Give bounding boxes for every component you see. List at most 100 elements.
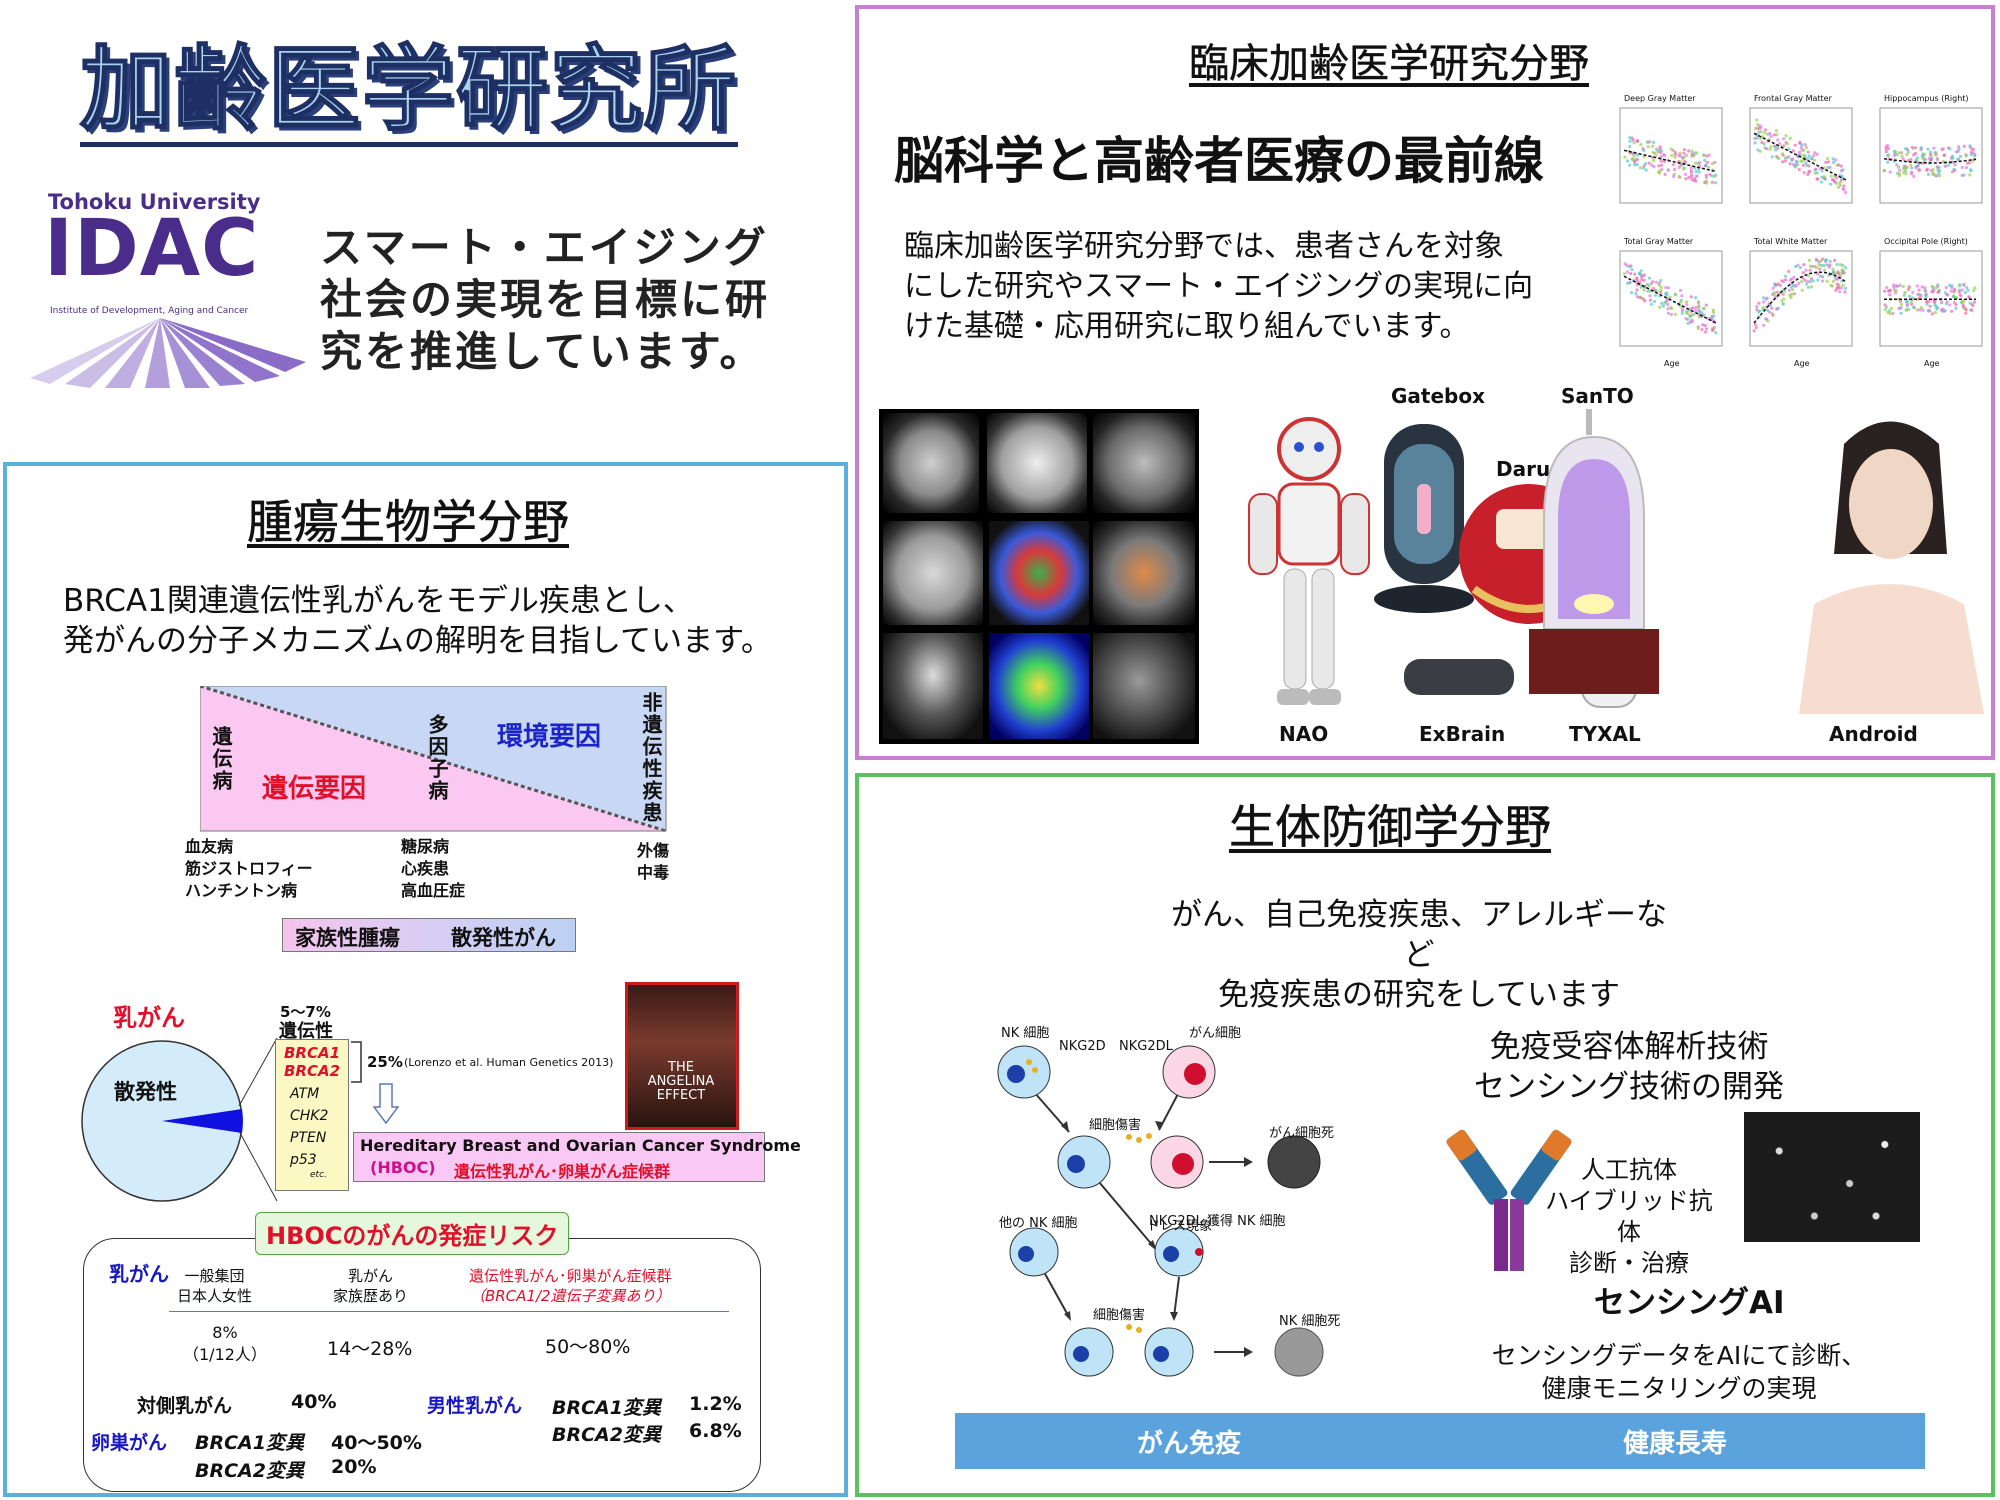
label-cancer-cell: がん細胞 [1189,1026,1242,1041]
scatter-point [1926,147,1930,151]
scatter-point [1838,290,1842,294]
scatter-point [1704,303,1708,307]
scatter-point [1917,168,1921,172]
scatter-point [1801,271,1805,275]
disease-example: ハンチントン病 [185,881,298,900]
scatter-point [1768,147,1772,151]
tumor-type-bar: 家族性腫瘍 散発性がん [282,918,576,952]
hboc-japanese: 遺伝性乳がん･卵巣がん症候群 [454,1162,671,1181]
scatter-point [1924,292,1929,296]
scatter-point [1904,308,1908,312]
scatter-point [1908,294,1912,298]
label-nk-death: NK 細胞死 [1279,1314,1341,1329]
scatter-point [1919,146,1923,150]
scatter-point [1673,293,1677,297]
scatter-point [1660,168,1664,172]
middle-disease-examples: 糖尿病 心疾患 高血圧症 [401,836,465,902]
scatter-point [1644,168,1648,172]
scatter-point [1806,157,1810,161]
scatter-point [1944,286,1948,290]
scatter-point [1689,314,1693,318]
scatter-point [1969,168,1973,172]
scatter-point [1951,156,1955,160]
scatter-point [1784,134,1788,138]
tagline: スマート・エイジング 社会の実現を目標に研 究を推進しています。 [320,222,770,378]
male-brca1-value: 1.2% [689,1393,742,1415]
scatter-point [1915,284,1919,288]
scatter-point [1968,173,1972,177]
scatter-point [1899,302,1904,306]
scatter-point [1703,158,1707,162]
sporadic-cancer-label: 散発性がん [451,926,556,950]
scatter-point [1812,154,1816,158]
scatter-point [1654,153,1658,157]
scatter-point [1770,306,1774,310]
pet-image [989,633,1089,739]
scatter-plot [1879,250,1983,347]
plot-panel: Deep Gray Matter [1604,94,1724,224]
risk-col1-header: 一般集団 日本人女性 [177,1266,252,1306]
scatter-point [1654,147,1659,151]
scatter-point [1834,288,1838,292]
scatter-point [1669,312,1673,317]
scatter-point [1931,289,1935,293]
scatter-point [1702,313,1706,317]
tumor-intro-line: BRCA1関連遺伝性乳がんをモデル疾患とし、 [63,583,694,619]
scatter-point [1907,285,1911,289]
scatter-point [1954,303,1958,307]
scatter-point [1695,174,1699,178]
scatter-point [1794,264,1798,269]
scatter-plot [1619,250,1723,347]
logo-university: Tohoku University [48,190,261,214]
scatter-point [1895,163,1899,167]
scatter-point [1640,278,1644,282]
scatter-point [1774,148,1778,152]
footer-cancer-immunity: がん免疫 [1137,1429,1242,1459]
tagline-line: スマート・エイジング [320,223,769,272]
scatter-point [1844,265,1848,270]
scatter-point [1800,288,1804,292]
scatter-point [1904,147,1908,151]
trend-line [1753,132,1847,181]
robot-label-nao: NAO [1279,722,1329,746]
scatter-point [1886,310,1890,315]
breast-cancer-label: 乳がん [113,1004,185,1032]
scatter-point [1791,283,1795,287]
scatter-point [1888,170,1892,174]
santo-image [1529,409,1659,694]
scatter-point [1760,140,1764,144]
risk-value: 8% [212,1323,238,1342]
scatter-point [1652,140,1656,144]
scatter-point [1693,177,1697,181]
right-disease-examples: 外傷 中毒 [637,840,669,884]
scatter-point [1931,171,1935,175]
risk-val3: 50～80% [545,1336,631,1358]
scatter-point [1690,306,1694,310]
scatter-point [1960,288,1964,292]
scatter-point [1669,306,1673,310]
header-line: （BRCA1/2遺伝子変異あり） [469,1287,671,1305]
scatter-point [1773,145,1777,149]
scatter-point [1964,154,1968,158]
antibody-label: ハイブリッド抗体 [1545,1187,1713,1246]
scatter-point [1651,151,1655,155]
robot-label-santo: SanTO [1561,384,1634,408]
scatter-point [1686,317,1690,321]
scatter-point [1810,156,1814,161]
logo-fan-graphic [30,318,306,388]
scatter-point [1843,290,1847,294]
scatter-point [1945,293,1949,297]
scatter-point [1680,311,1684,315]
scatter-point [1810,264,1815,269]
plot-title: Hippocampus (Right) [1884,94,1969,103]
hboc-box: Hereditary Breast and Ovarian Cancer Syn… [353,1132,801,1182]
scatter-point [1802,171,1806,175]
risk-title: HBOCのがんの発症リスク [255,1212,570,1255]
dti-image [989,521,1089,625]
scatter-point [1783,278,1788,282]
logo-name: IDAC [44,204,260,294]
scatter-plot [1879,107,1983,204]
tagline-line: 究を推進しています。 [320,327,765,376]
scatter-point [1629,271,1633,276]
scatter-point [1753,141,1757,145]
